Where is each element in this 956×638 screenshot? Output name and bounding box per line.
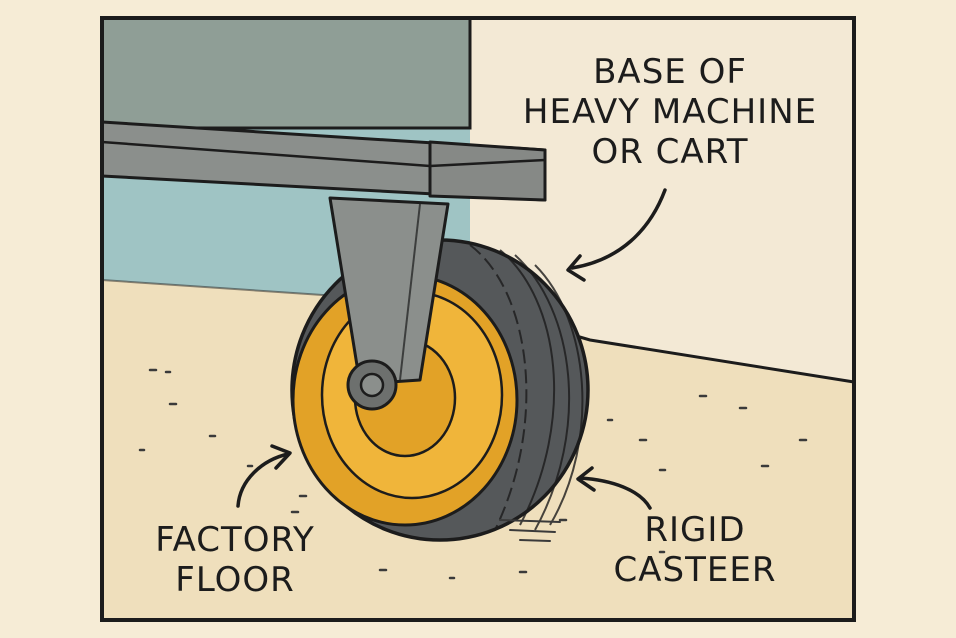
label-factory-floor: FACTORY FLOOR [130,520,340,600]
label-base-of-heavy-machine: BASE OF HEAVY MACHINE OR CART [500,52,840,172]
tire-motion-marks [499,519,561,542]
label-base-line-3: OR CART [591,132,749,172]
rigid-caster-wheel [290,238,590,542]
arrow-base [570,188,667,270]
arrow-caster [578,476,652,510]
frame-corner-end [428,140,547,202]
label-floor-line-1: FACTORY [155,520,315,560]
arrow-caster-head [576,466,596,492]
caster-fork [328,196,450,386]
label-rigid-caster: RIGID CASTEER [590,510,800,590]
label-caster-line-1: RIGID [644,510,746,550]
arrow-floor-head [270,444,292,470]
tire-tread [469,244,584,531]
image-border [100,16,856,622]
arrow-floor [236,452,290,508]
axle-nut [359,372,385,398]
label-base-line-1: BASE OF [593,52,747,92]
arrow-base-head [566,254,586,282]
label-caster-line-2: CASTEER [613,550,777,590]
floor-texture [138,368,808,580]
label-base-line-2: HEAVY MACHINE [522,92,818,132]
label-floor-line-2: FLOOR [175,560,295,600]
machine-body [100,16,472,130]
